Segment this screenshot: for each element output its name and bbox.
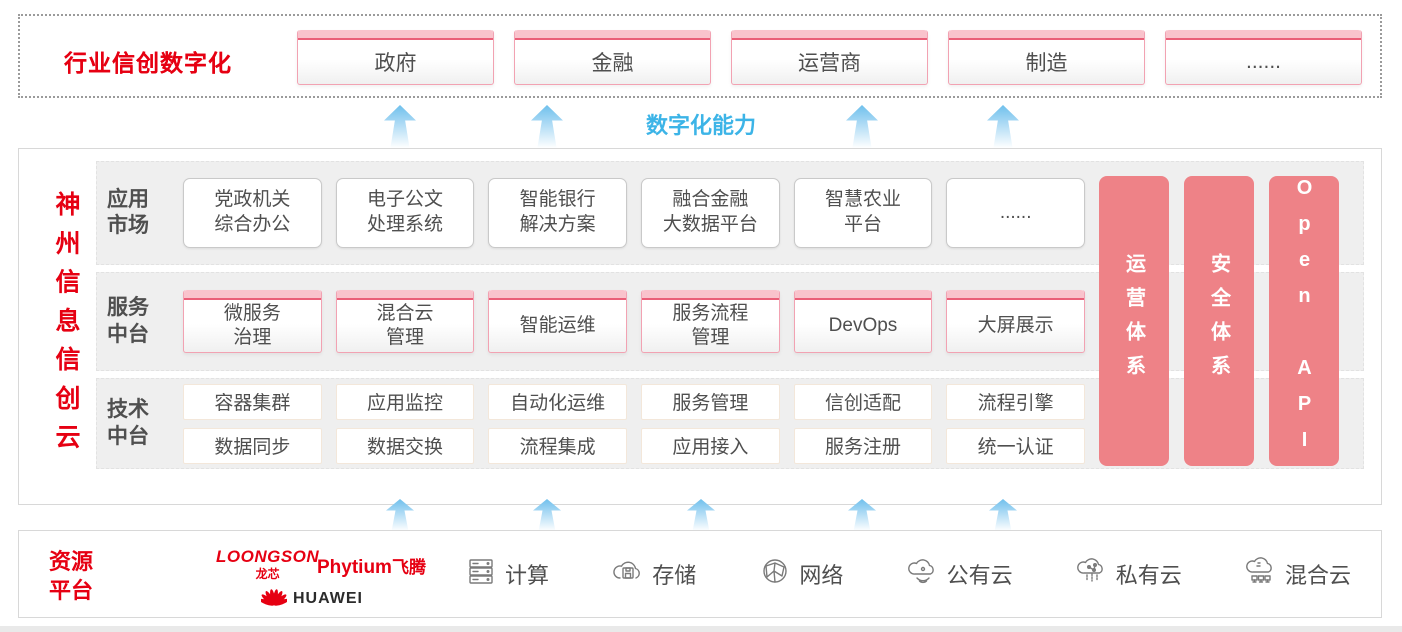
brand-vertical-title: 神州信息信创云 xyxy=(52,190,80,463)
up-arrow-icon xyxy=(846,105,878,148)
app-box: 党政机关 综合办公 xyxy=(183,178,322,248)
service-platform-label: 服务 中台 xyxy=(107,296,149,346)
cloud-platform-section: 神州信息信创云 应用 市场 党政机关 综合办公 电子公文 处理系统 智能银行 解… xyxy=(18,148,1382,505)
resource-items: 计算 存储 xyxy=(464,531,1351,617)
huawei-wordmark: HUAWEI xyxy=(293,589,363,607)
resource-item-network: 网络 xyxy=(758,554,843,594)
tech-box: 容器集群 xyxy=(183,383,322,420)
pillar-operation-system: 运营体系 xyxy=(1099,176,1169,466)
tech-platform-label: 技术 中台 xyxy=(107,398,149,448)
resource-platform-section: 资源 平台 LOONGSON 龙芯 Phytium飞腾 xyxy=(18,530,1382,618)
up-arrow-icon xyxy=(384,105,416,148)
app-market-boxes: 党政机关 综合办公 电子公文 处理系统 智能银行 解决方案 融合金融 大数据平台… xyxy=(183,178,1085,248)
industry-boxes: 政府 金融 运营商 制造 ...... xyxy=(297,30,1362,85)
resource-item-label: 私有云 xyxy=(1115,563,1182,588)
network-globe-icon xyxy=(758,554,792,594)
pillar-security-system: 安全体系 xyxy=(1184,176,1254,466)
app-box: 智能银行 解决方案 xyxy=(488,178,627,248)
industry-band-title: 行业信创数字化 xyxy=(64,50,232,76)
service-box: 微服务 治理 xyxy=(183,290,322,353)
app-box: 智慧农业 平台 xyxy=(793,178,933,248)
resource-item-compute: 计算 xyxy=(464,554,549,594)
tech-box: 流程引擎 xyxy=(946,383,1085,420)
loongson-logo: LOONGSON 龙芯 xyxy=(216,547,320,581)
tech-box: 服务注册 xyxy=(793,427,933,464)
up-arrow-icon xyxy=(987,105,1019,148)
industry-band-title: 行业信创数字化 xyxy=(64,50,232,76)
huawei-logo: HUAWEI xyxy=(258,584,363,613)
service-platform-row: 服务 中台 微服务 治理 混合云 管理 智能运维 服务流程 管理 DevOps … xyxy=(96,272,1364,371)
resource-item-label: 公有云 xyxy=(946,563,1013,588)
industry-box-government: 政府 xyxy=(297,30,494,85)
tech-platform-row: 技术 中台 容器集群 应用监控 自动化运维 服务管理 信创适配 流程引擎 数据同… xyxy=(96,378,1364,469)
tech-box: 流程集成 xyxy=(488,427,627,464)
public-cloud-icon xyxy=(906,554,940,594)
service-box: 大屏展示 xyxy=(946,290,1085,353)
resource-item-hybrid-cloud: 混合云 xyxy=(1244,554,1351,594)
service-box: 混合云 管理 xyxy=(335,290,475,353)
tech-box: 统一认证 xyxy=(946,427,1085,464)
resource-item-label: 存储 xyxy=(652,563,697,588)
storage-cloud-icon xyxy=(611,554,645,594)
resource-platform-label: 资源 平台 xyxy=(49,549,94,603)
resource-item-label: 混合云 xyxy=(1284,563,1351,588)
app-box: 电子公文 处理系统 xyxy=(335,178,475,248)
resource-item-private-cloud: 私有云 xyxy=(1075,554,1182,594)
service-box: 服务流程 管理 xyxy=(641,290,780,353)
tech-box: 应用监控 xyxy=(335,383,475,420)
resource-item-public-cloud: 公有云 xyxy=(906,554,1013,594)
tech-box: 信创适配 xyxy=(793,383,933,420)
capability-label: 数字化能力 xyxy=(645,113,756,138)
app-market-row: 应用 市场 党政机关 综合办公 电子公文 处理系统 智能银行 解决方案 融合金融… xyxy=(96,161,1364,265)
industry-box-manufacturing: 制造 xyxy=(948,30,1145,85)
service-box: DevOps xyxy=(793,290,933,353)
industry-box-finance: 金融 xyxy=(514,30,711,85)
huawei-petal-icon xyxy=(258,584,290,613)
tech-box: 数据同步 xyxy=(183,427,322,464)
service-box: 智能运维 xyxy=(488,290,627,353)
tech-box: 服务管理 xyxy=(641,383,780,420)
resource-item-storage: 存储 xyxy=(611,554,696,594)
tech-box: 自动化运维 xyxy=(488,383,627,420)
industry-box-more: ...... xyxy=(1165,30,1362,85)
tech-platform-boxes: 容器集群 应用监控 自动化运维 服务管理 信创适配 流程引擎 数据同步 数据交换… xyxy=(183,383,1085,464)
private-cloud-icon xyxy=(1075,554,1109,594)
hybrid-cloud-icon xyxy=(1244,554,1278,594)
pillar-open-api: Open API xyxy=(1269,176,1339,466)
resource-item-label: 网络 xyxy=(799,563,844,588)
industry-band: 行业信创数字化 xyxy=(18,14,1382,98)
industry-box-operator: 运营商 xyxy=(731,30,928,85)
compute-server-icon xyxy=(464,554,498,594)
bottom-divider-strip xyxy=(0,626,1402,632)
tech-box: 应用接入 xyxy=(641,427,780,464)
app-box: 融合金融 大数据平台 xyxy=(641,178,780,248)
app-market-label: 应用 市场 xyxy=(107,187,149,237)
service-platform-boxes: 微服务 治理 混合云 管理 智能运维 服务流程 管理 DevOps 大屏展示 xyxy=(183,290,1085,353)
app-box-more: ...... xyxy=(946,178,1085,248)
resource-item-label: 计算 xyxy=(505,563,550,588)
tech-box: 数据交换 xyxy=(335,427,475,464)
up-arrow-icon xyxy=(531,105,563,148)
phytium-logo: Phytium飞腾 xyxy=(317,557,426,578)
